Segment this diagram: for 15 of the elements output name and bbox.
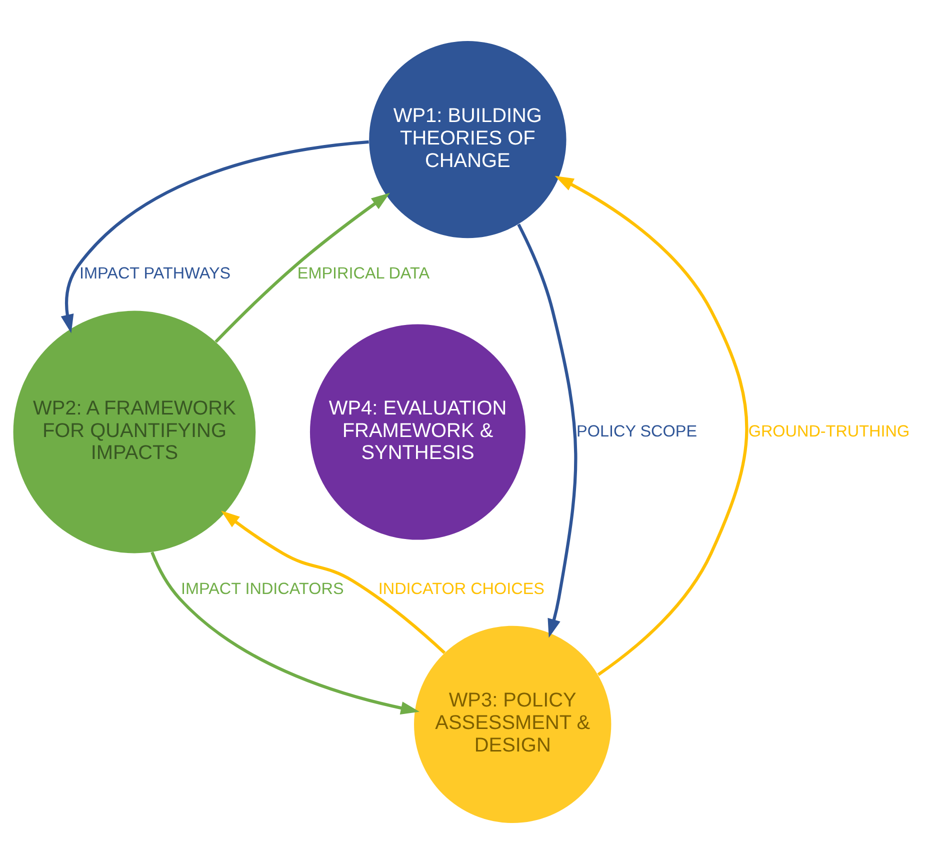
edge-label: GROUND-TRUTHING [748, 422, 910, 440]
arrow [221, 510, 446, 654]
edge-label: IMPACT INDICATORS [180, 579, 344, 598]
edge-label: EMPIRICAL DATA [297, 264, 430, 282]
arrow [214, 192, 390, 342]
edge-label: INDICATOR CHOICES [378, 579, 544, 598]
arrow [150, 551, 420, 714]
arrow [517, 223, 578, 638]
arrow [60, 140, 369, 333]
node-circle: WP4: EVALUATION FRAMEWORK & SYNTHESIS [310, 324, 526, 540]
edge-label: IMPACT PATHWAYS [80, 264, 231, 282]
edge-label: POLICY SCOPE [576, 422, 698, 440]
node-circle: WP3: POLICY ASSESSMENT & DESIGN [414, 625, 612, 822]
arrow [554, 175, 748, 676]
node-circle: WP2: A FRAMEWORK FOR QUANTIFYING IMPACTS [13, 310, 256, 553]
